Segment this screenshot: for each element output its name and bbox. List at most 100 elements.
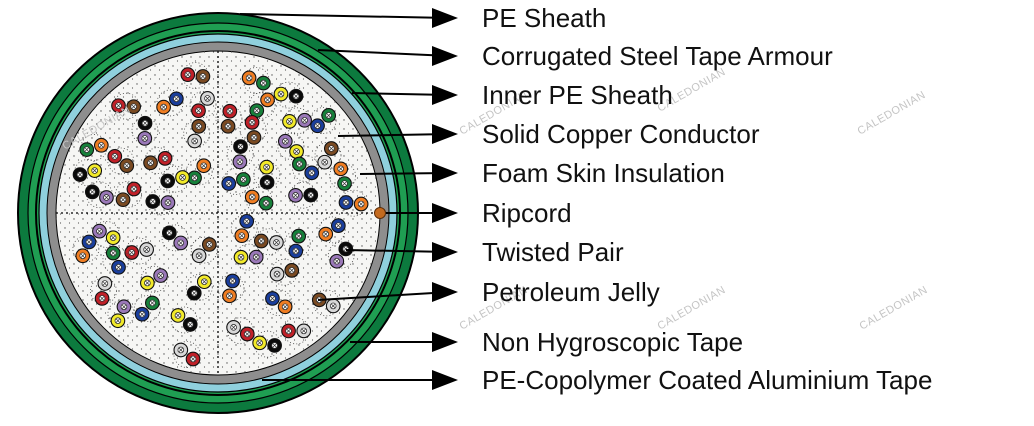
pair-bundle-outline [327, 241, 355, 269]
copper-conductor-mark [124, 163, 129, 168]
pair-bundle-outline [265, 289, 293, 317]
copper-conductor-mark [165, 178, 170, 183]
copper-conductor-mark [264, 165, 269, 170]
pair-bundle-outline [309, 107, 337, 134]
copper-conductor-mark [192, 291, 197, 296]
copper-conductor-mark [197, 253, 202, 258]
copper-conductor-mark [84, 147, 89, 152]
copper-conductor-mark [80, 253, 85, 258]
copper-conductor-mark [265, 97, 270, 102]
label-ripcord: Ripcord [482, 198, 572, 228]
copper-conductor-mark [254, 108, 259, 113]
copper-conductor-mark [294, 149, 299, 154]
label-pe-copolymer-coated-aluminium-tape: PE-Copolymer Coated Aluminium Tape [482, 365, 932, 395]
leader-solid-copper-conductor [337, 133, 451, 137]
arrowhead [432, 46, 458, 66]
copper-conductor-mark [196, 124, 201, 129]
copper-conductor-mark [247, 75, 252, 80]
copper-conductor-mark [237, 159, 242, 164]
leader-lines [239, 13, 451, 381]
copper-conductor-mark [115, 318, 120, 323]
ripcord-marker [374, 207, 386, 219]
copper-conductor-mark [121, 197, 126, 202]
copper-conductor-mark [239, 233, 244, 238]
copper-conductor-mark [161, 105, 166, 110]
pair-bundle-outline [277, 132, 305, 160]
copper-conductor-mark [116, 103, 121, 108]
copper-conductor-mark [343, 200, 349, 205]
copper-conductor-mark [259, 238, 264, 244]
leader-arrowheads [432, 8, 458, 390]
copper-conductor-mark [322, 160, 327, 165]
twisted-pairs-group [72, 62, 369, 368]
copper-conductor-mark [227, 293, 232, 298]
copper-conductor-mark [293, 94, 299, 99]
leader-petroleum-jelly [317, 291, 451, 301]
arrowhead [432, 242, 458, 262]
copper-conductor-mark [274, 240, 279, 245]
copper-conductor-mark [283, 139, 288, 144]
copper-conductor-mark [188, 322, 193, 327]
copper-conductor-mark [158, 273, 163, 278]
copper-conductor-mark [104, 195, 109, 200]
copper-conductor-mark [254, 255, 259, 260]
copper-conductor-mark [86, 239, 92, 244]
copper-conductor-mark [270, 296, 275, 301]
copper-conductor-mark [205, 96, 210, 101]
pair-bundle-outline [190, 236, 218, 264]
copper-conductor-mark [90, 189, 95, 194]
copper-conductor-mark [178, 347, 183, 353]
watermark: CALEDONIAN [656, 284, 728, 333]
label-inner-pe-sheath: Inner PE Sheath [482, 80, 673, 110]
copper-conductor-mark [334, 259, 339, 264]
copper-conductor-mark [111, 235, 116, 240]
label-foam-skin-insulation: Foam Skin Insulation [482, 158, 725, 188]
copper-conductor-mark [241, 177, 246, 182]
copper-conductor-mark [250, 194, 255, 200]
copper-conductor-mark [129, 250, 134, 255]
pair-bundle-outline [173, 341, 201, 368]
copper-conductor-mark [92, 168, 97, 173]
copper-conductor-mark [238, 255, 244, 260]
copper-conductor-mark [293, 193, 298, 198]
copper-conductor-mark [148, 160, 153, 165]
cable-cross-section [17, 12, 419, 414]
copper-conductor-mark [289, 268, 294, 273]
pair-bundle-outline [292, 155, 319, 182]
label-petroleum-jelly: Petroleum Jelly [482, 277, 660, 307]
copper-conductor-mark [174, 96, 179, 101]
copper-conductor-mark [231, 325, 236, 330]
pair-bundle-outline [185, 158, 213, 186]
copper-conductor-mark [245, 331, 250, 337]
copper-conductor-mark [143, 121, 148, 126]
copper-conductor-mark [196, 108, 201, 113]
copper-conductor-mark [261, 81, 266, 86]
copper-conductor-mark [175, 313, 181, 318]
copper-conductor-mark [293, 248, 298, 254]
label-pe-sheath: PE Sheath [482, 3, 606, 33]
copper-conductor-mark [77, 172, 83, 177]
label-twisted-pair: Twisted Pair [482, 237, 624, 267]
callout-labels: PE Sheath Corrugated Steel Tape Armour I… [482, 3, 932, 395]
label-solid-copper-conductor: Solid Copper Conductor [482, 119, 760, 149]
copper-conductor-mark [112, 154, 117, 159]
copper-conductor-mark [326, 113, 331, 118]
pair-bundle-outline [248, 91, 276, 119]
copper-conductor-mark [308, 193, 313, 198]
copper-conductor-mark [302, 118, 307, 123]
copper-conductor-mark [121, 304, 126, 309]
copper-conductor-mark [226, 181, 231, 186]
copper-conductor-mark [202, 279, 207, 284]
arrowhead [432, 8, 458, 28]
copper-conductor-mark [167, 230, 172, 235]
pair-bundle-outline [161, 224, 189, 252]
copper-conductor-mark [201, 163, 206, 168]
copper-conductor-mark [283, 304, 288, 309]
copper-conductor-mark [309, 170, 314, 175]
copper-conductor-mark [144, 247, 149, 252]
copper-conductor-mark [150, 300, 155, 305]
copper-conductor-mark [192, 175, 197, 180]
copper-conductor-mark [165, 200, 171, 205]
label-corrugated-steel-tape-armour: Corrugated Steel Tape Armour [482, 41, 833, 71]
pair-bundle-outline [156, 89, 184, 117]
